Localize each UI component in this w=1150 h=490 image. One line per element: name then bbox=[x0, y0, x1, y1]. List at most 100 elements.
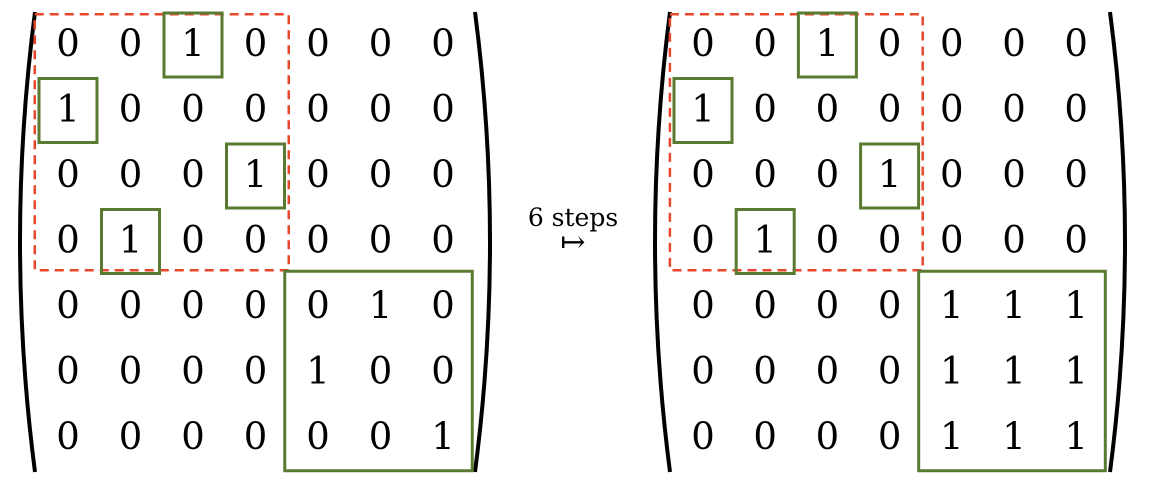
right-bracket bbox=[1108, 11, 1127, 473]
matrix-cell: 0 bbox=[306, 88, 330, 131]
matrix-cell: 1 bbox=[119, 219, 143, 262]
matrix-cell: 1 bbox=[1064, 284, 1088, 327]
matrix-cell: 0 bbox=[369, 153, 393, 196]
matrix-cell: 0 bbox=[1002, 153, 1026, 196]
matrix-cell: 0 bbox=[181, 284, 205, 327]
matrix-cell: 0 bbox=[244, 88, 268, 131]
left-bracket bbox=[18, 11, 37, 473]
matrix-cell: 0 bbox=[244, 219, 268, 262]
boxed-cell-outline bbox=[37, 77, 99, 144]
matrix-cell: 0 bbox=[181, 415, 205, 458]
matrix-cell: 1 bbox=[244, 153, 268, 196]
boxed-cell-outline bbox=[859, 142, 921, 210]
matrix-cell: 0 bbox=[244, 22, 268, 65]
matrix-cell: 1 bbox=[369, 284, 393, 327]
matrix-cell: 0 bbox=[878, 415, 902, 458]
matrix-cell: 0 bbox=[56, 219, 80, 262]
matrix-cell: 1 bbox=[181, 22, 205, 65]
matrix-cell: 0 bbox=[181, 350, 205, 393]
matrix-cell: 0 bbox=[691, 22, 715, 65]
matrix-cell: 0 bbox=[816, 415, 840, 458]
matrix-cell: 0 bbox=[181, 88, 205, 131]
maps-to-arrow-icon: ↦ bbox=[560, 225, 585, 260]
boxed-cell-outline bbox=[734, 208, 796, 275]
solid-block-outline bbox=[283, 269, 474, 473]
matrix-cell: 0 bbox=[56, 350, 80, 393]
matrix-cell: 0 bbox=[306, 219, 330, 262]
matrix-cell: 0 bbox=[119, 284, 143, 327]
matrix-cell: 0 bbox=[691, 350, 715, 393]
matrix-cell: 0 bbox=[431, 284, 455, 327]
matrix-cell: 0 bbox=[119, 88, 143, 131]
dashed-block-outline bbox=[668, 13, 924, 272]
matrix-cell: 0 bbox=[431, 22, 455, 65]
matrix-cell: 1 bbox=[306, 350, 330, 393]
matrix-cell: 0 bbox=[940, 153, 964, 196]
matrix-cell: 1 bbox=[878, 153, 902, 196]
matrix-cell: 0 bbox=[369, 88, 393, 131]
matrix-cell: 1 bbox=[1002, 350, 1026, 393]
matrix-cell: 0 bbox=[431, 153, 455, 196]
matrix-cell: 0 bbox=[691, 153, 715, 196]
matrix-cell: 0 bbox=[753, 88, 777, 131]
matrix-cell: 0 bbox=[940, 219, 964, 262]
boxed-cell-outline bbox=[162, 11, 224, 79]
matrix-cell: 0 bbox=[119, 415, 143, 458]
matrix-cell: 0 bbox=[56, 153, 80, 196]
matrix-cell: 0 bbox=[816, 219, 840, 262]
matrix-cell: 1 bbox=[1064, 415, 1088, 458]
dashed-block-outline bbox=[33, 13, 290, 272]
matrix-cell: 1 bbox=[691, 88, 715, 131]
matrix-cell: 1 bbox=[1002, 284, 1026, 327]
matrix-cell: 0 bbox=[753, 415, 777, 458]
left-bracket bbox=[653, 11, 672, 473]
matrix-cell: 0 bbox=[119, 153, 143, 196]
matrix-cell: 1 bbox=[940, 350, 964, 393]
matrix-cell: 0 bbox=[816, 284, 840, 327]
solid-block-outline bbox=[917, 269, 1107, 473]
matrix-cell: 0 bbox=[56, 22, 80, 65]
matrix-cell: 0 bbox=[1064, 22, 1088, 65]
matrix-cell: 0 bbox=[56, 284, 80, 327]
steps-label: 6 steps bbox=[528, 203, 618, 232]
matrix-cell: 0 bbox=[369, 350, 393, 393]
matrix-cell: 0 bbox=[1064, 88, 1088, 131]
matrix-cell: 0 bbox=[119, 350, 143, 393]
matrix-cell: 0 bbox=[306, 284, 330, 327]
matrix-cell: 1 bbox=[753, 219, 777, 262]
matrix-cell: 1 bbox=[431, 415, 455, 458]
matrix-cell: 0 bbox=[753, 284, 777, 327]
transition-arrow-group: 6 steps ↦ bbox=[528, 203, 618, 260]
matrix-cell: 0 bbox=[369, 219, 393, 262]
matrix-cell: 1 bbox=[940, 284, 964, 327]
matrix-cell: 0 bbox=[431, 350, 455, 393]
matrix-cell: 1 bbox=[56, 88, 80, 131]
matrix-cell: 0 bbox=[306, 22, 330, 65]
matrix-cell: 0 bbox=[56, 415, 80, 458]
boxed-cell-outline bbox=[672, 77, 734, 144]
matrix-cell: 0 bbox=[940, 88, 964, 131]
matrix-cell: 0 bbox=[878, 22, 902, 65]
matrix-cell: 0 bbox=[753, 153, 777, 196]
matrix-cell: 0 bbox=[369, 415, 393, 458]
matrix-cell: 0 bbox=[244, 415, 268, 458]
matrix-cell: 0 bbox=[181, 219, 205, 262]
matrix-cell: 0 bbox=[878, 350, 902, 393]
matrix-cell: 0 bbox=[691, 284, 715, 327]
matrix-cell: 0 bbox=[119, 22, 143, 65]
matrix-cell: 0 bbox=[306, 153, 330, 196]
matrix-cell: 0 bbox=[244, 284, 268, 327]
matrix-cell: 0 bbox=[816, 153, 840, 196]
matrix-cell: 0 bbox=[244, 350, 268, 393]
matrix-cell: 0 bbox=[878, 284, 902, 327]
boxed-cell-outline bbox=[100, 208, 161, 275]
matrix-cell: 0 bbox=[181, 153, 205, 196]
matrix-cell: 0 bbox=[878, 219, 902, 262]
matrix-cell: 0 bbox=[1002, 22, 1026, 65]
matrix-cell: 0 bbox=[1064, 153, 1088, 196]
matrix-cell: 0 bbox=[816, 88, 840, 131]
matrix-cell: 0 bbox=[431, 88, 455, 131]
